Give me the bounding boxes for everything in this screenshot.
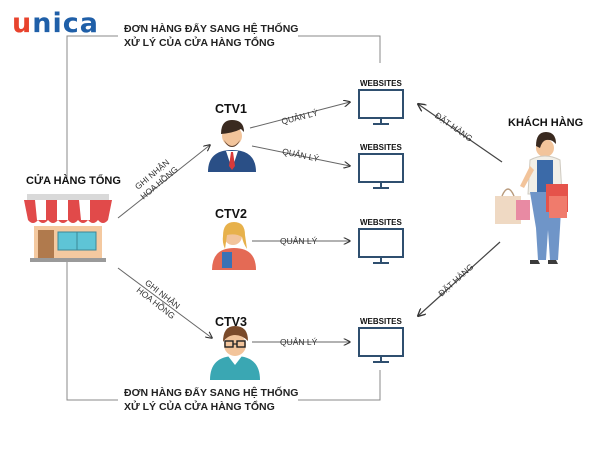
website-label-1: WEBSITES bbox=[360, 79, 402, 88]
website-label-2: WEBSITES bbox=[360, 143, 402, 152]
bottom-loop-right bbox=[298, 370, 381, 401]
top-loop-right bbox=[298, 35, 381, 63]
customer-web4-arrow bbox=[418, 241, 501, 316]
ctv2-label: CTV2 bbox=[215, 207, 247, 221]
manage-label-3: QUẢN LÝ bbox=[280, 236, 318, 246]
monitor-icon-3 bbox=[358, 228, 404, 264]
manage-label-4: QUẢN LÝ bbox=[280, 337, 318, 347]
monitor-icon-2 bbox=[358, 153, 404, 189]
top-order-note-line1: ĐƠN HÀNG ĐẨY SANG HỆ THỐNG bbox=[124, 23, 299, 35]
store-ctv1-arrow bbox=[117, 145, 210, 219]
bottom-order-note-line1: ĐƠN HÀNG ĐẨY SANG HỆ THỐNG bbox=[124, 387, 299, 399]
unica-logo: unica bbox=[12, 8, 99, 39]
top-order-note: ĐƠN HÀNG ĐẨY SANG HỆ THỐNG XỬ LÝ CỦA CỬA… bbox=[124, 22, 298, 50]
ctv1-avatar bbox=[208, 120, 256, 172]
monitor-icon-4 bbox=[358, 327, 404, 363]
bottom-order-note-line2: XỬ LÝ CỦA CỬA HÀNG TỔNG bbox=[124, 401, 275, 413]
ctv3-avatar bbox=[210, 326, 260, 380]
bottom-order-note: ĐƠN HÀNG ĐẨY SANG HỆ THỐNG XỬ LÝ CỦA CỬA… bbox=[124, 386, 298, 414]
order-flow-lines bbox=[66, 35, 381, 401]
ctv3-label: CTV3 bbox=[215, 315, 247, 329]
top-order-note-line2: XỬ LÝ CỦA CỬA HÀNG TỔNG bbox=[124, 37, 275, 49]
ctv2-avatar bbox=[212, 222, 256, 270]
bottom-loop-left bbox=[66, 252, 118, 401]
ctv1-web2-arrow bbox=[251, 145, 350, 166]
ctv1-label: CTV1 bbox=[215, 102, 247, 116]
customer-avatar bbox=[495, 132, 568, 264]
customer-web1-arrow bbox=[418, 104, 503, 163]
customer-label: KHÁCH HÀNG bbox=[508, 117, 584, 129]
website-label-3: WEBSITES bbox=[360, 218, 402, 227]
ctv1-web1-arrow bbox=[249, 102, 350, 129]
store-icon bbox=[24, 194, 112, 262]
monitor-icon-1 bbox=[358, 89, 404, 125]
top-loop-left bbox=[66, 35, 118, 178]
store-label: CỬA HÀNG TỔNG bbox=[26, 175, 121, 187]
store-ctv3-arrow bbox=[117, 267, 212, 338]
website-label-4: WEBSITES bbox=[360, 317, 402, 326]
